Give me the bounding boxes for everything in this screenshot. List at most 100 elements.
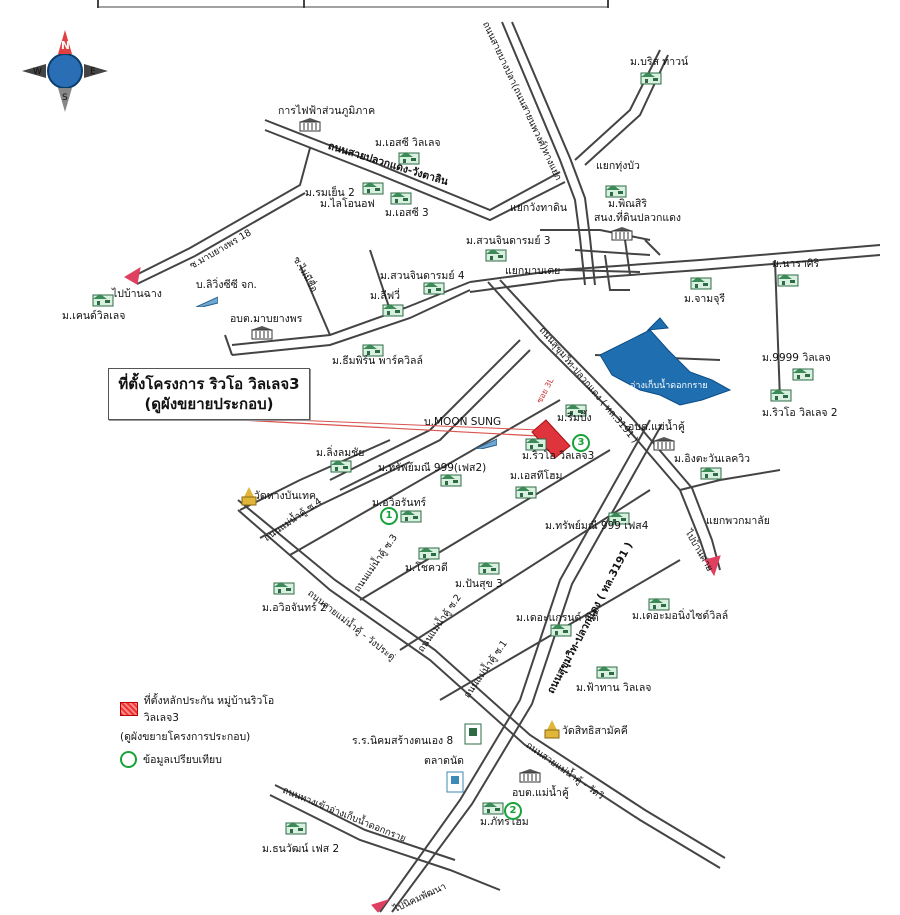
place-tambon-maptaphut: อบต.มาบยางพร xyxy=(230,313,303,325)
place-moonsung: บ.MOON SUNG xyxy=(424,416,502,428)
legend: ที่ตั้งหลักประกัน หมู่บ้านริวโอ วิลเลจ3 … xyxy=(120,692,310,774)
place-esc-village: ม.เอสซี วิลเลจ xyxy=(375,137,441,149)
place-ryoo3: ม.ริวโอ วิลเลจ3 xyxy=(522,450,595,462)
place-narasiri: ม.นาราศิริ xyxy=(772,258,820,270)
house-icon xyxy=(362,342,384,357)
subject-parcel xyxy=(531,419,571,459)
legend-comparable-label: ข้อมูลเปรียบเทียบ xyxy=(143,754,222,766)
legend-comparable-circle xyxy=(120,751,137,768)
house-icon xyxy=(382,302,404,317)
house-icon xyxy=(400,508,422,523)
callout-subtitle: (ดูผังขยายประกอบ) xyxy=(144,395,274,413)
place-kenwedee: ม.เคนด์วิลเลจ xyxy=(62,310,126,322)
place-awuthit: ม.อวิอรันทร์ xyxy=(372,497,427,509)
place-jamjuri: ม.จามจุรี xyxy=(684,293,726,305)
place-sawat-junction: แยกพวกมาลัย xyxy=(706,515,770,527)
house-icon xyxy=(423,280,445,295)
house-icon xyxy=(390,190,412,205)
place-punsuk3: ม.ปันสุข 3 xyxy=(455,578,503,590)
house-icon xyxy=(440,472,462,487)
place-sithai: ม.ลีฟวี่ xyxy=(370,290,401,302)
place-phatara-home: ม.ภัทรโฮม xyxy=(480,816,529,828)
comparable-marker-3: 3 xyxy=(572,434,590,452)
government-building-icon xyxy=(652,436,675,451)
place-reservoir: อ่างเก็บน้ำดอกกราย xyxy=(630,381,708,391)
place-tambon-maenamkhu-2: อบต.แม่น้ำคู้ xyxy=(512,787,569,799)
temple-icon xyxy=(543,720,565,739)
place-wat-hin: วัดหางบันเทค xyxy=(254,490,317,502)
place-suanjin4: ม.สวนจินดารมย์ 4 xyxy=(380,270,465,282)
place-songrat-lake: ม.อิงตะวันเลควิว xyxy=(674,453,751,465)
compass-s: S xyxy=(62,93,68,103)
house-icon xyxy=(608,510,630,525)
place-living-cc: บ.ลิวิ่งซีซี จก. xyxy=(196,279,257,291)
place-sapmanee4: ม.ทรัพย์มณี 999 เฟส4 xyxy=(545,520,649,532)
factory-icon xyxy=(474,434,498,450)
market-icon xyxy=(444,770,466,793)
place-wat-sit: วัดสิทธิสามัคคี xyxy=(562,725,628,737)
temple-icon xyxy=(240,487,262,506)
place-awinan2: ม.อวิอจันทร์ 2 xyxy=(262,602,327,614)
house-icon xyxy=(700,465,722,480)
place-esthome: ม.เอสทีโฮม xyxy=(510,470,563,482)
place-fahthan: ม.ฟ้าทาน วิลเลจ xyxy=(576,682,652,694)
place-phensiri: ม.พิณสิริ xyxy=(608,198,647,210)
place-to-banchang: ไปบ้านฉาง xyxy=(112,288,162,300)
house-icon xyxy=(648,596,670,611)
house-icon xyxy=(515,484,537,499)
place-thungbua-junction: แยกทุ่งบัว xyxy=(596,160,640,172)
place-market: ตลาดนัด xyxy=(424,755,464,767)
government-building-icon xyxy=(518,768,541,783)
house-icon xyxy=(485,247,507,262)
factory-icon xyxy=(195,292,219,308)
place-thanawan: ม.ธนวัฒน์ เฟส 2 xyxy=(262,843,340,855)
house-icon xyxy=(770,387,792,402)
house-icon xyxy=(596,664,618,679)
place-rimbueng: ม.ริมบึ้ง xyxy=(557,412,592,424)
compass-e: E xyxy=(90,67,96,77)
house-icon xyxy=(285,820,307,835)
place-sapmanee2: ม.ทรัพย์มณี 999(เฟส2) xyxy=(378,462,487,474)
government-building-icon xyxy=(250,325,273,340)
house-icon xyxy=(550,622,572,637)
comparable-marker-2: 2 xyxy=(504,802,522,820)
house-icon xyxy=(640,70,662,85)
place-land-office: สนง.ที่ดินปลวกแดง xyxy=(594,212,682,224)
place-suanjin3: ม.สวนจินดารมย์ 3 xyxy=(466,235,551,247)
place-kaoeng-junction: แยกวังทาดิน xyxy=(510,202,568,214)
house-icon xyxy=(565,402,587,417)
house-icon xyxy=(362,180,384,195)
place-lifehome: ม.ไลโอนอฟ xyxy=(320,198,375,210)
legend-subject-note: (ดูผังขยายโครงการประกอบ) xyxy=(120,731,251,743)
house-icon xyxy=(690,275,712,290)
legend-subject-label: ที่ตั้งหลักประกัน หมู่บ้านริวโอ วิลเลจ3 xyxy=(143,695,275,724)
reservoir-shape xyxy=(599,317,732,406)
place-maptaey-junction: แยกมาบเตย xyxy=(505,265,561,277)
house-icon xyxy=(777,272,799,287)
house-icon xyxy=(418,545,440,560)
place-village9999: ม.9999 วิลเลจ xyxy=(762,352,831,364)
house-icon xyxy=(792,366,814,381)
government-building-icon xyxy=(298,117,321,132)
house-icon xyxy=(525,436,547,451)
place-baris-town: ม.บริส ทาวน์ xyxy=(630,56,689,68)
house-icon xyxy=(605,183,627,198)
place-ryoo2: ม.ริวโอ วิลเลจ 2 xyxy=(762,407,838,419)
place-sokhothai: ม.โชควดี xyxy=(405,562,448,574)
house-icon xyxy=(273,580,295,595)
house-icon xyxy=(482,800,504,815)
house-icon xyxy=(398,150,420,165)
legend-subject-swatch xyxy=(120,702,138,716)
place-linglom: ม.ลิ่งลมชัย xyxy=(316,447,365,459)
government-building-icon xyxy=(610,226,633,241)
project-callout: ที่ตั้งโครงการ ริวโอ วิลเลจ3 (ดูผังขยายป… xyxy=(108,368,310,420)
place-electricity-authority: การไฟฟ้าส่วนภูมิภาค xyxy=(278,105,376,117)
place-grand-city: ม.เดอะแกรนด์ ซิตี้ xyxy=(516,612,599,624)
place-tambon-maenamkhu: อบต.แม่น้ำคู้ xyxy=(628,421,685,433)
place-chaiyaville: ม.เดอะมอนิ่งไซด์วิลล์ xyxy=(632,610,729,622)
place-esc3: ม.เอสซี 3 xyxy=(385,207,429,219)
place-rommayen2: ม.รมเย็น 2 xyxy=(305,187,355,199)
callout-title: ที่ตั้งโครงการ ริวโอ วิลเลจ3 xyxy=(118,375,300,393)
